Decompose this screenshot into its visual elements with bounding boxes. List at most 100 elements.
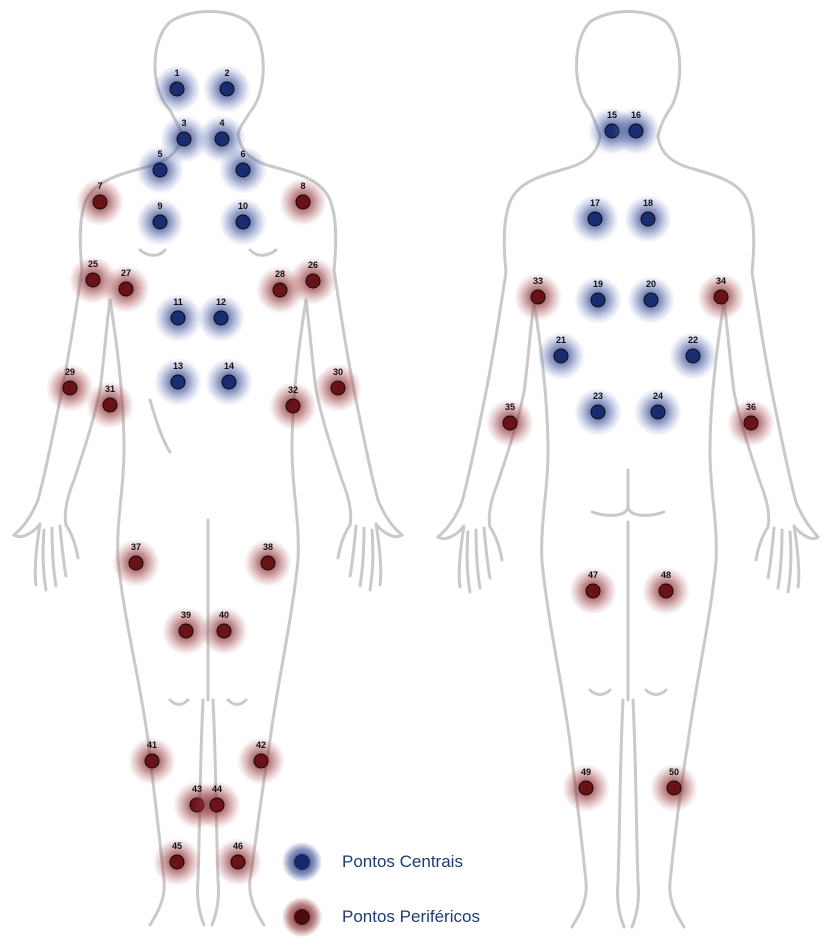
peripheral-point-label-27: 27 bbox=[121, 268, 131, 278]
peripheral-point-label-42: 42 bbox=[256, 740, 266, 750]
central-point-label-6: 6 bbox=[240, 149, 245, 159]
central-point-label-1: 1 bbox=[174, 68, 179, 78]
legend-central-label: Pontos Centrais bbox=[342, 852, 463, 872]
peripheral-point-label-28: 28 bbox=[275, 269, 285, 279]
central-point-label-3: 3 bbox=[181, 118, 186, 128]
peripheral-point-34 bbox=[714, 290, 728, 304]
peripheral-point-27 bbox=[119, 282, 133, 296]
peripheral-point-26 bbox=[306, 274, 320, 288]
central-point-20 bbox=[644, 293, 658, 307]
central-point-13 bbox=[171, 375, 185, 389]
peripheral-point-label-8: 8 bbox=[300, 181, 305, 191]
peripheral-point-36 bbox=[744, 416, 758, 430]
central-point-1 bbox=[170, 82, 184, 96]
peripheral-point-label-29: 29 bbox=[65, 367, 75, 377]
peripheral-point-label-47: 47 bbox=[588, 570, 598, 580]
peripheral-point-label-33: 33 bbox=[533, 276, 543, 286]
peripheral-point-label-26: 26 bbox=[308, 260, 318, 270]
central-point-18 bbox=[641, 212, 655, 226]
peripheral-point-50 bbox=[667, 781, 681, 795]
central-point-label-13: 13 bbox=[173, 361, 183, 371]
peripheral-point-label-49: 49 bbox=[581, 767, 591, 777]
peripheral-point-label-39: 39 bbox=[181, 610, 191, 620]
peripheral-point-label-34: 34 bbox=[716, 276, 726, 286]
central-point-10 bbox=[236, 215, 250, 229]
peripheral-point-33 bbox=[531, 290, 545, 304]
central-point-6 bbox=[236, 163, 250, 177]
central-point-label-24: 24 bbox=[653, 391, 663, 401]
peripheral-point-label-45: 45 bbox=[172, 841, 182, 851]
peripheral-point-label-40: 40 bbox=[219, 610, 229, 620]
central-point-11 bbox=[171, 311, 185, 325]
legend-peripheral: Pontos Periféricos bbox=[282, 897, 480, 937]
central-point-label-12: 12 bbox=[216, 297, 226, 307]
peripheral-point-label-46: 46 bbox=[233, 841, 243, 851]
legend-central: Pontos Centrais bbox=[282, 842, 463, 882]
peripheral-point-label-50: 50 bbox=[669, 767, 679, 777]
peripheral-point-45 bbox=[170, 855, 184, 869]
peripheral-point-31 bbox=[103, 398, 117, 412]
peripheral-point-label-7: 7 bbox=[97, 181, 102, 191]
central-point-label-17: 17 bbox=[590, 198, 600, 208]
central-point-17 bbox=[588, 212, 602, 226]
peripheral-point-42 bbox=[254, 754, 268, 768]
central-point-label-21: 21 bbox=[556, 335, 566, 345]
central-point-5 bbox=[153, 163, 167, 177]
central-point-12 bbox=[214, 311, 228, 325]
peripheral-point-7 bbox=[93, 195, 107, 209]
peripheral-point-8 bbox=[296, 195, 310, 209]
central-point-label-18: 18 bbox=[643, 198, 653, 208]
peripheral-point-label-35: 35 bbox=[505, 402, 515, 412]
central-point-label-14: 14 bbox=[224, 361, 234, 371]
central-point-24 bbox=[651, 405, 665, 419]
central-point-2 bbox=[220, 82, 234, 96]
peripheral-point-47 bbox=[586, 584, 600, 598]
central-point-label-5: 5 bbox=[157, 149, 162, 159]
central-point-label-23: 23 bbox=[593, 391, 603, 401]
peripheral-point-30 bbox=[331, 381, 345, 395]
peripheral-point-38 bbox=[261, 556, 275, 570]
central-point-label-2: 2 bbox=[224, 68, 229, 78]
central-point-16 bbox=[629, 124, 643, 138]
peripheral-point-48 bbox=[659, 584, 673, 598]
peripheral-point-32 bbox=[286, 399, 300, 413]
legend-central-swatch bbox=[282, 842, 322, 882]
central-point-9 bbox=[153, 215, 167, 229]
legend-peripheral-label: Pontos Periféricos bbox=[342, 907, 480, 927]
peripheral-point-label-48: 48 bbox=[661, 570, 671, 580]
central-point-label-15: 15 bbox=[607, 110, 617, 120]
peripheral-point-40 bbox=[217, 624, 231, 638]
peripheral-point-37 bbox=[129, 556, 143, 570]
central-point-label-19: 19 bbox=[593, 279, 603, 289]
central-point-19 bbox=[591, 293, 605, 307]
central-point-14 bbox=[222, 375, 236, 389]
central-point-label-4: 4 bbox=[219, 118, 224, 128]
peripheral-point-label-36: 36 bbox=[746, 402, 756, 412]
peripheral-point-41 bbox=[145, 754, 159, 768]
central-point-3 bbox=[177, 132, 191, 146]
central-point-label-20: 20 bbox=[646, 279, 656, 289]
peripheral-point-label-44: 44 bbox=[212, 784, 222, 794]
central-point-label-9: 9 bbox=[157, 201, 162, 211]
peripheral-point-35 bbox=[503, 416, 517, 430]
peripheral-point-label-30: 30 bbox=[333, 367, 343, 377]
peripheral-point-label-37: 37 bbox=[131, 542, 141, 552]
peripheral-point-39 bbox=[179, 624, 193, 638]
peripheral-point-25 bbox=[86, 273, 100, 287]
peripheral-point-label-32: 32 bbox=[288, 385, 298, 395]
central-point-4 bbox=[215, 132, 229, 146]
peripheral-point-label-41: 41 bbox=[147, 740, 157, 750]
central-point-label-22: 22 bbox=[688, 335, 698, 345]
central-point-23 bbox=[591, 405, 605, 419]
peripheral-point-28 bbox=[273, 283, 287, 297]
central-point-label-16: 16 bbox=[631, 110, 641, 120]
peripheral-point-44 bbox=[210, 798, 224, 812]
peripheral-point-49 bbox=[579, 781, 593, 795]
central-point-label-11: 11 bbox=[173, 297, 183, 307]
peripheral-point-46 bbox=[231, 855, 245, 869]
peripheral-point-29 bbox=[63, 381, 77, 395]
legend-peripheral-swatch bbox=[282, 897, 322, 937]
